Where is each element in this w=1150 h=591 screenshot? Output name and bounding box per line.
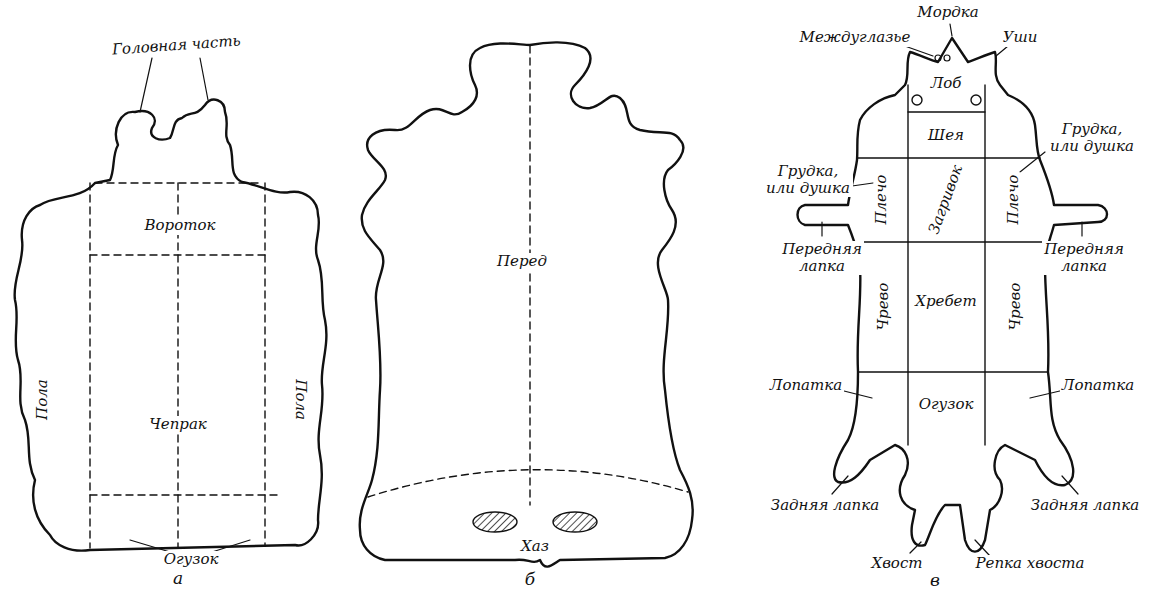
part-label: Грудка, или душка: [763, 163, 853, 198]
hide-outline: [798, 38, 1108, 552]
part-label: Вороток: [143, 217, 218, 234]
figure-letter: в: [928, 571, 942, 591]
hide-outline: [15, 100, 327, 551]
part-lines: [857, 85, 1048, 445]
eye-hole: [971, 95, 981, 105]
part-label: Огузок: [917, 396, 976, 413]
part-label: Плечо: [1005, 173, 1022, 227]
part-label: Мордка: [915, 4, 980, 21]
part-label: Уши: [1001, 29, 1040, 46]
part-label: Чрево: [875, 281, 892, 333]
cut-lines: [90, 183, 280, 548]
figure-letter: а: [171, 569, 185, 589]
part-label: Чепрак: [147, 416, 209, 433]
part-label: Междуглазье: [798, 29, 913, 46]
eye-hole: [912, 95, 922, 105]
part-label: Пола: [291, 378, 308, 423]
hatched-spot: [473, 512, 517, 532]
part-label: Пола: [33, 378, 50, 423]
part-label: Плечо: [873, 173, 890, 227]
part-label: Огузок: [162, 551, 221, 568]
leader-lines: [822, 24, 1082, 556]
part-label: Передняя лапка: [780, 241, 864, 276]
cut-lines: [368, 46, 688, 505]
part-label: Задняя лапка: [1029, 497, 1141, 514]
part-label: Лопатка: [768, 377, 844, 394]
part-label: Головная часть: [109, 33, 243, 59]
leader-lines: [130, 58, 250, 552]
part-label: Лопатка: [1060, 377, 1136, 394]
part-label: Хвост: [869, 555, 924, 572]
part-label: Чрево: [1007, 281, 1024, 333]
hatched-spot: [553, 512, 597, 532]
part-label: Перед: [495, 253, 549, 270]
part-label: Шея: [926, 127, 966, 144]
eye-hole: [944, 55, 950, 61]
part-label: Репка хвоста: [973, 555, 1086, 572]
eye-hole: [935, 55, 941, 61]
part-label: Грудка, или душка: [1047, 121, 1137, 156]
part-label: Лоб: [929, 75, 964, 92]
figure-letter: б: [523, 570, 537, 590]
part-label: Передняя лапка: [1042, 241, 1126, 276]
part-label: Хаз: [519, 538, 551, 555]
hide-outline: [360, 42, 693, 566]
part-label: Загривок: [925, 161, 967, 238]
part-label: Задняя лапка: [769, 497, 881, 514]
part-label: Хребет: [913, 293, 978, 310]
